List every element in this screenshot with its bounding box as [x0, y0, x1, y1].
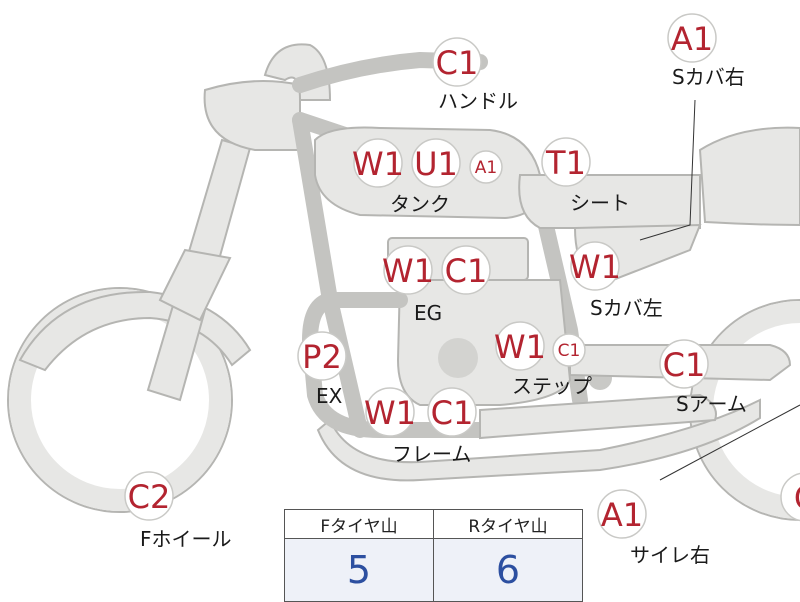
- code-circle: [597, 489, 647, 539]
- fork-lower: [158, 248, 232, 322]
- part-label: ハンドル: [438, 89, 518, 113]
- badge-rear-wheel: C: [780, 472, 800, 522]
- engine-cover: [438, 338, 478, 378]
- code-circle: [432, 37, 482, 87]
- front-tire-value: 5: [284, 538, 434, 602]
- code-text: T1: [545, 144, 586, 182]
- code-text: A1: [671, 20, 713, 58]
- code-text: C1: [436, 44, 479, 82]
- code-circle: [552, 333, 586, 367]
- badge-handle: C1 ハンドル: [432, 37, 518, 113]
- code-circle: [495, 321, 545, 371]
- code-circle: [659, 339, 709, 389]
- code-circle: [383, 245, 433, 295]
- part-label: EG: [414, 301, 442, 325]
- code-circle: [297, 331, 347, 381]
- badge-seat: T1 シート: [541, 137, 630, 215]
- code-circle: [570, 241, 620, 291]
- code-text: W1: [352, 145, 404, 183]
- code-text: W1: [364, 394, 416, 432]
- part-label: サイレ右: [630, 543, 710, 567]
- badge-frame: W1 C1 フレーム: [364, 387, 477, 466]
- part-label: ステップ: [512, 374, 592, 398]
- code-text: W1: [569, 248, 621, 286]
- frame-bottom: [316, 398, 761, 482]
- code-circle: [441, 245, 491, 295]
- part-label: Fホイール: [140, 527, 232, 551]
- exhaust-pipe: [302, 292, 488, 438]
- badge-muffler-right: A1 サイレ右: [597, 489, 710, 567]
- code-circle: [469, 150, 503, 184]
- code-text: A1: [475, 158, 497, 178]
- part-label: フレーム: [392, 442, 471, 466]
- code-circle: [427, 387, 477, 437]
- code-circle: [411, 138, 461, 188]
- code-text: W1: [382, 252, 434, 290]
- code-text: C1: [431, 394, 474, 432]
- code-text: P2: [302, 338, 342, 376]
- frame-rear: [532, 192, 588, 408]
- front-wheel-shape: [7, 287, 233, 513]
- code-circle: [124, 471, 174, 521]
- code-text: C1: [445, 252, 488, 290]
- code-circle: [541, 137, 591, 187]
- code-circle: [353, 138, 403, 188]
- part-label: EX: [316, 384, 343, 408]
- tail-shape: [698, 126, 800, 227]
- code-circle: [365, 387, 415, 437]
- code-text: C2: [128, 478, 171, 516]
- headlight: [203, 80, 301, 151]
- code-text: C1: [663, 346, 706, 384]
- front-tire-header: Fタイヤ山: [284, 509, 434, 539]
- handle-grip: [292, 52, 488, 93]
- badge-step: W1 C1 ステップ: [494, 321, 592, 398]
- part-label: Sカバ右: [672, 65, 745, 89]
- code-circle: [667, 13, 717, 63]
- muffler: [479, 393, 717, 440]
- code-text: C1: [558, 341, 581, 361]
- tire-tread-table: Fタイヤ山 Rタイヤ山 5 6: [284, 509, 583, 602]
- code-text: A1: [601, 496, 643, 534]
- rear-tire-header: Rタイヤ山: [433, 509, 583, 539]
- code-text: U1: [414, 145, 458, 183]
- part-label: シート: [570, 191, 630, 215]
- part-label: タンク: [390, 192, 450, 216]
- leader-muffler-right: [659, 404, 800, 481]
- engine-block: [396, 279, 572, 406]
- rear-tire-value: 6: [433, 538, 583, 602]
- code-circle: [780, 472, 800, 522]
- leader-side-cover-right: [639, 99, 696, 241]
- part-label: Sカバ左: [590, 296, 663, 320]
- code-text: C: [794, 479, 800, 517]
- badge-tank: W1 U1 A1 タンク: [352, 138, 503, 216]
- part-label: Sアーム: [676, 392, 747, 416]
- code-text: W1: [494, 328, 546, 366]
